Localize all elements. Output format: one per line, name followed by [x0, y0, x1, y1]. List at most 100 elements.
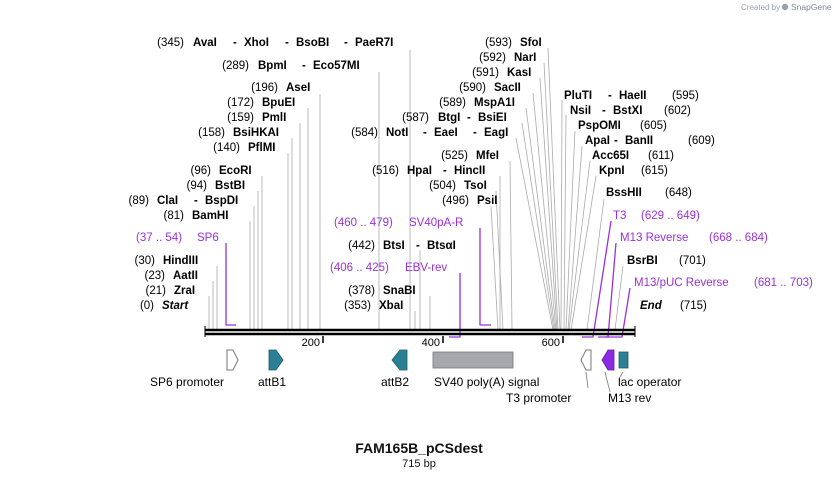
- site-pos: (89): [129, 195, 150, 207]
- feature-label-attb2: attB2: [381, 375, 409, 389]
- sv40-polya-box-icon: [432, 351, 514, 369]
- enzyme-label: PspOMI: [578, 120, 621, 132]
- t3-promoter-leader-line: [585, 371, 589, 389]
- site-pos: (289): [222, 60, 249, 72]
- enzyme-label: EagI: [484, 127, 508, 139]
- primer-name: M13/pUC Reverse: [634, 277, 729, 289]
- primer-name: M13 Reverse: [620, 232, 688, 244]
- center-site-labels: (593) SfoI (592) NarI (591) KasI (590) S…: [429, 37, 542, 207]
- enzyme-label: HincII: [454, 165, 485, 177]
- enzyme-label: NsiI: [570, 105, 591, 117]
- site-pos: (378): [348, 285, 375, 297]
- enzyme-label: SacII: [494, 82, 521, 94]
- enzyme-separator: -: [302, 60, 306, 72]
- site-line-590: [532, 92, 557, 331]
- site-pos: (96): [191, 165, 212, 177]
- features: SP6 promoter attB1 attB2 SV40 poly(A) si…: [150, 349, 681, 405]
- site-pos: (353): [344, 300, 371, 312]
- enzyme-label: Acc65I: [592, 150, 629, 162]
- attb2-arrow-icon: [391, 349, 408, 371]
- site-line-701: [614, 265, 624, 331]
- site-pos: (592): [479, 52, 506, 64]
- enzyme-label: HpaI: [407, 165, 432, 177]
- enzyme-label: TsoI: [464, 180, 487, 192]
- site-pos: (159): [227, 112, 254, 124]
- site-line-611: [568, 160, 591, 331]
- site-line-593: [547, 47, 561, 331]
- site-pos: (584): [351, 127, 378, 139]
- enzyme-label: XbaI: [379, 300, 403, 312]
- enzyme-label: BsoBI: [296, 37, 329, 49]
- enzyme-label: PmlI: [262, 112, 286, 124]
- enzyme-separator: -: [473, 127, 477, 139]
- feature-label-lac-operator: lac operator: [618, 375, 681, 389]
- tick-label-600: 600: [542, 337, 560, 349]
- start-label: Start: [162, 300, 189, 312]
- lac-operator-leader-line: [619, 371, 624, 378]
- site-pos: (442): [348, 240, 375, 252]
- primer-labels: (37 .. 54) SP6 (460 .. 479) SV40pA-R (40…: [136, 210, 813, 289]
- center-site-lines: [490, 47, 561, 331]
- primer-range: (668 .. 684): [709, 232, 768, 244]
- site-pos: (158): [198, 127, 225, 139]
- site-pos: (587): [402, 112, 429, 124]
- site-pos: (609): [688, 135, 715, 147]
- site-pos: (172): [227, 97, 254, 109]
- site-line-605: [565, 130, 576, 331]
- enzyme-separator: -: [423, 127, 427, 139]
- lac-operator-box-icon: [618, 351, 629, 369]
- site-line-584: [515, 137, 554, 331]
- site-pos: (94): [187, 180, 208, 192]
- enzyme-separator: -: [467, 112, 471, 124]
- left-site-labels: (345) AvaI - XhoI - BsoBI - PaeR7I (289)…: [129, 37, 394, 297]
- enzyme-label: PluTI: [564, 90, 592, 102]
- primer-name: SV40pA-R: [409, 217, 463, 229]
- enzyme-label: AatII: [173, 270, 198, 282]
- right-site-labels: PluTI - HaeII (595) NsiI - BstXI (602) P…: [564, 90, 715, 267]
- site-pos: (516): [372, 165, 399, 177]
- site-line-589: [525, 107, 556, 331]
- right-site-lines: [560, 99, 624, 331]
- enzyme-label: MspA1I: [474, 97, 515, 109]
- enzyme-label: BanII: [625, 135, 653, 147]
- map-length: 715 bp: [402, 458, 436, 470]
- mid-site-labels: (587) BtgI - BsiEI (584) NotI - EaeI - E…: [344, 112, 508, 312]
- enzyme-label: BpmI: [258, 60, 287, 72]
- enzyme-separator: -: [285, 37, 289, 49]
- primer-marker-sv40pa-r: [479, 228, 491, 326]
- enzyme-label: KasI: [507, 67, 531, 79]
- left-site-lines: [208, 50, 411, 330]
- site-pos: (345): [157, 37, 184, 49]
- site-pos: (701): [679, 255, 706, 267]
- site-pos: (496): [442, 195, 469, 207]
- primer-range: (681 .. 703): [754, 277, 813, 289]
- enzyme-label: PaeR7I: [355, 37, 393, 49]
- enzyme-label: BtsαI: [427, 240, 456, 252]
- enzyme-label: BspDI: [205, 195, 238, 207]
- site-line-609: [567, 145, 583, 331]
- site-pos: (504): [429, 180, 456, 192]
- site-line-602: [563, 114, 567, 331]
- enzyme-separator: -: [602, 105, 606, 117]
- enzyme-label: NarI: [514, 52, 536, 64]
- enzyme-label: KpnI: [599, 165, 625, 177]
- site-pos: (589): [439, 97, 466, 109]
- primer-marker-m13-puc-reverse: [605, 287, 631, 338]
- site-line-587: [521, 122, 555, 331]
- primer-marker-t3: [582, 220, 612, 338]
- brand-name: SnapGene: [791, 2, 832, 12]
- site-pos: (602): [664, 105, 691, 117]
- enzyme-label: PflMI: [248, 142, 275, 154]
- primer-range: (406 .. 425): [330, 262, 389, 274]
- enzyme-separator: -: [416, 240, 420, 252]
- primer-range: (629 .. 649): [641, 210, 700, 222]
- attb1-arrow-icon: [268, 349, 284, 371]
- primer-name: T3: [613, 210, 626, 222]
- site-pos: (525): [441, 150, 468, 162]
- enzyme-label: SnaBI: [383, 285, 416, 297]
- scale-ticks: 200 400 600: [302, 336, 564, 349]
- enzyme-label: ZraI: [174, 285, 195, 297]
- enzyme-label: AvaI: [193, 37, 217, 49]
- enzyme-label: BsiEI: [478, 112, 507, 124]
- site-line-504: [495, 190, 504, 331]
